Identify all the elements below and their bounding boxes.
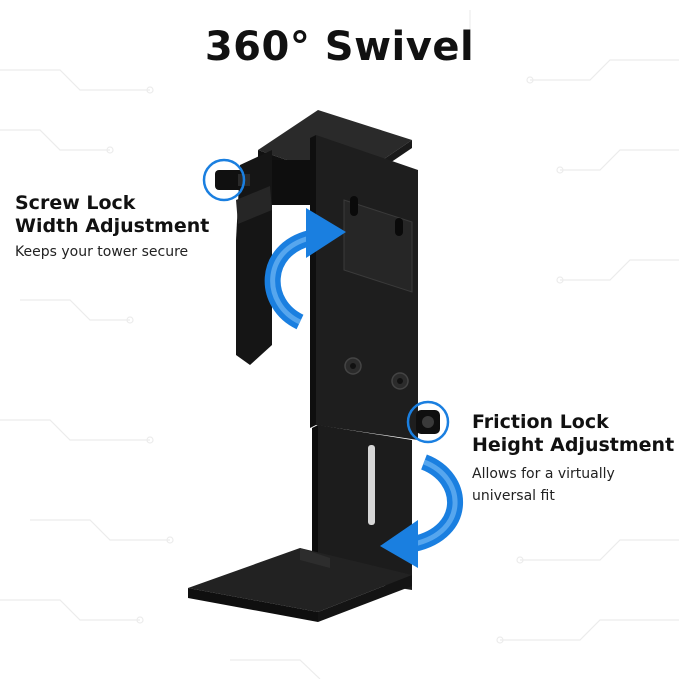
friction-lock-heading-2: Height Adjustment (472, 434, 675, 456)
highlight-circle-icon (406, 400, 450, 444)
friction-lock-subtext-1: Allows for a virtually (472, 466, 615, 482)
screw-lock-heading-2: Width Adjustment (15, 215, 210, 237)
friction-lock-knob (416, 410, 440, 434)
screw-lock-callout: Screw Lock Width Adjustment Keeps your t… (15, 192, 235, 263)
friction-lock-heading-1: Friction Lock (472, 411, 609, 433)
screw-lock-heading-1: Screw Lock (15, 192, 136, 214)
highlight-circle-icon (202, 158, 246, 202)
rotation-arrow-icon (264, 208, 346, 330)
upper-vertical-plate (316, 135, 418, 440)
screw-lock-subtext: Keeps your tower secure (15, 244, 189, 260)
rotation-arrow-icon (380, 454, 464, 568)
page-title: 360° Swivel (204, 24, 475, 70)
bottom-tray (188, 548, 412, 612)
friction-lock-callout: Friction Lock Height Adjustment Allows f… (472, 411, 677, 507)
friction-lock-subtext-2: universal fit (472, 488, 555, 504)
